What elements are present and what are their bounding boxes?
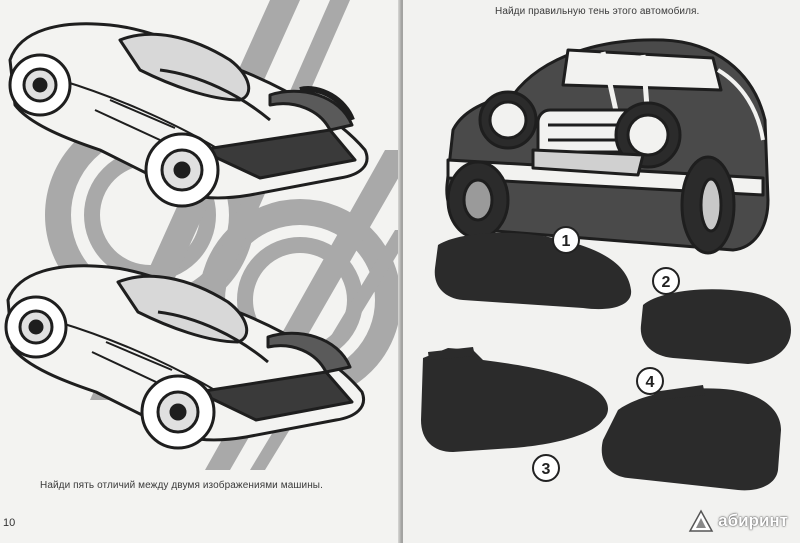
shadow-option-4: 4 — [601, 367, 781, 491]
book-gutter — [398, 0, 406, 543]
shadow-option-1: 1 — [434, 226, 632, 310]
shadow-option-3: 3 — [421, 347, 608, 482]
car-drawing-bottom — [4, 264, 365, 450]
right-page-artwork: 1 2 3 4 — [421, 38, 791, 491]
right-page: Найди правильную тень этого автомобиля. — [403, 0, 800, 543]
badge-3-label: 3 — [542, 461, 551, 478]
badge-4-label: 4 — [646, 374, 655, 391]
labyrinth-watermark: абиринт — [688, 509, 788, 533]
badge-1-label: 1 — [562, 233, 571, 250]
car-drawing-top — [8, 22, 369, 208]
page-number: 10 — [3, 517, 16, 529]
difference-instruction: Найди пять отличий между двумя изображен… — [40, 480, 323, 491]
badge-2-label: 2 — [662, 274, 671, 291]
watermark-text: абиринт — [718, 511, 788, 530]
labyrinth-logo-icon — [688, 509, 714, 532]
badge-3 — [532, 454, 560, 482]
badge-1 — [552, 226, 580, 254]
shadow-option-2: 2 — [640, 267, 791, 364]
left-page: Найди пять отличий между двумя изображен… — [0, 0, 400, 543]
shadow-instruction: Найди правильную тень этого автомобиля. — [495, 6, 700, 17]
badge-4 — [636, 367, 664, 395]
hot-rod-drawing — [445, 38, 770, 255]
badge-2 — [652, 267, 680, 295]
left-page-artwork — [4, 0, 400, 470]
